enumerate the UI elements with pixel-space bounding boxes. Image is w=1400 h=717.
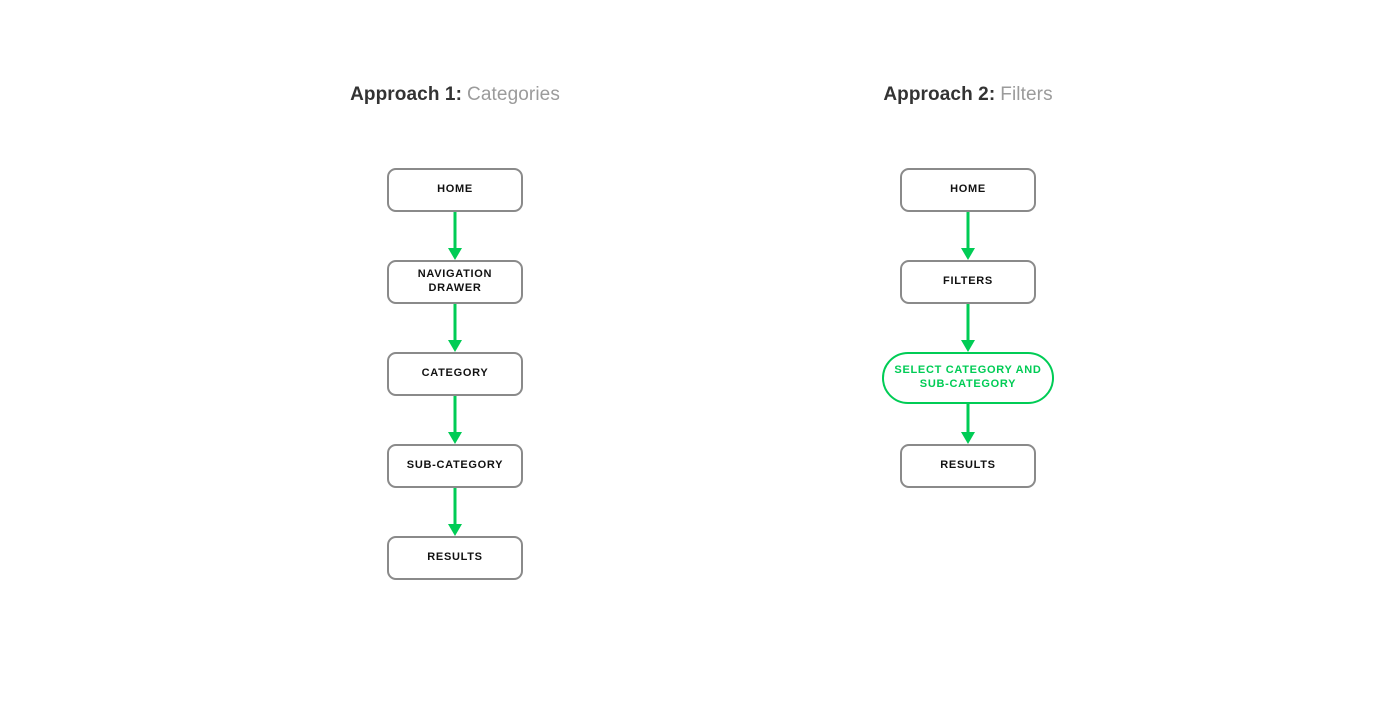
approach-1-heading-sub: Categories <box>467 84 560 105</box>
approach-1-flow: HOME NAVIGATION DRAWER CATEGORY SUB-CATE… <box>245 168 665 580</box>
node-select-category-and-sub-category[interactable]: SELECT CATEGORY AND SUB-CATEGORY <box>882 352 1054 404</box>
approach-2-column: Approach 2:Filters HOME FILTERS SELECT C… <box>758 0 1178 717</box>
approach-1-column: Approach 1:Categories HOME NAVIGATION DR… <box>245 0 665 717</box>
node-sub-category[interactable]: SUB-CATEGORY <box>387 444 523 488</box>
approach-2-flow: HOME FILTERS SELECT CATEGORY AND SUB-CAT… <box>758 168 1178 488</box>
arrow-down-icon <box>448 488 462 536</box>
node-results-approach-1[interactable]: RESULTS <box>387 536 523 580</box>
arrow-down-icon <box>961 304 975 352</box>
arrow-down-icon <box>961 404 975 444</box>
approach-1-heading: Approach 1:Categories <box>245 84 665 106</box>
node-home-approach-2[interactable]: HOME <box>900 168 1036 212</box>
arrow-down-icon <box>448 304 462 352</box>
arrow-down-icon <box>448 396 462 444</box>
node-home-approach-1[interactable]: HOME <box>387 168 523 212</box>
approach-2-heading-lead: Approach 2: <box>883 84 996 105</box>
node-category[interactable]: CATEGORY <box>387 352 523 396</box>
approach-2-heading-sub: Filters <box>1000 84 1053 105</box>
node-navigation-drawer[interactable]: NAVIGATION DRAWER <box>387 260 523 304</box>
approach-2-heading: Approach 2:Filters <box>758 84 1178 106</box>
arrow-down-icon <box>961 212 975 260</box>
approach-1-heading-lead: Approach 1: <box>350 84 463 105</box>
node-results-approach-2[interactable]: RESULTS <box>900 444 1036 488</box>
node-filters[interactable]: FILTERS <box>900 260 1036 304</box>
arrow-down-icon <box>448 212 462 260</box>
